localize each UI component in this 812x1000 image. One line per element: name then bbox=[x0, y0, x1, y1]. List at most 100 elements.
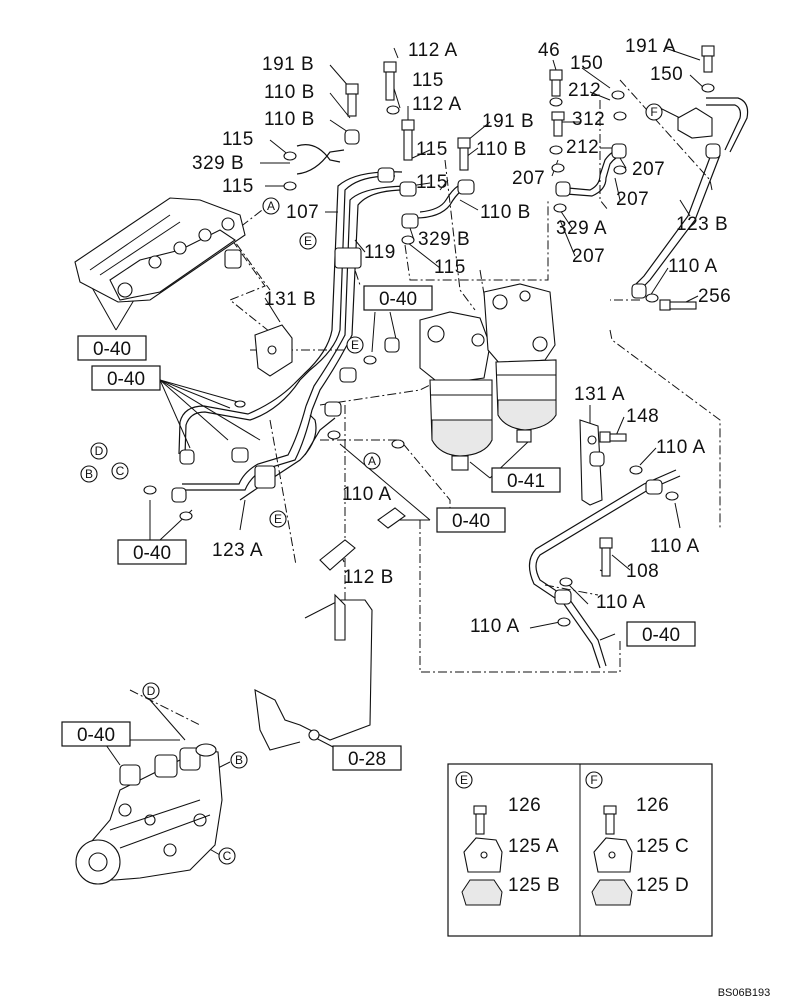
callout-e-1: E bbox=[299, 232, 317, 250]
label-207: 207 bbox=[512, 168, 545, 189]
label-191b-2: 191 B bbox=[482, 111, 534, 132]
callout-letter: E bbox=[351, 338, 359, 352]
callout-b-2: B bbox=[230, 751, 248, 769]
label-207-3: 207 bbox=[616, 189, 649, 210]
label-125d: 125 D bbox=[636, 875, 689, 896]
bolt-191b-2 bbox=[457, 137, 471, 171]
bolt-312 bbox=[551, 111, 565, 137]
bolt-191b bbox=[345, 83, 359, 117]
label-115-4: 115 bbox=[416, 139, 448, 160]
label-107: 107 bbox=[286, 202, 319, 223]
label-115-3: 115 bbox=[222, 176, 254, 197]
label-131b: 131 B bbox=[264, 289, 316, 310]
label-112b: 112 B bbox=[343, 567, 394, 588]
washers bbox=[143, 83, 715, 627]
callout-letter: F bbox=[650, 105, 657, 119]
callout-d-2: D bbox=[142, 682, 160, 700]
callout-letter: E bbox=[274, 512, 282, 526]
callout-letter: E bbox=[460, 773, 468, 787]
callout-c-1: C bbox=[111, 462, 129, 480]
label-125c: 125 C bbox=[636, 836, 689, 857]
label-207-2: 207 bbox=[632, 159, 665, 180]
callout-markers: A A E E E F D B C D B C E F bbox=[80, 103, 663, 865]
label-312: 312 bbox=[572, 109, 605, 130]
detail-f-parts bbox=[591, 805, 633, 906]
detail-f-marker: F bbox=[585, 771, 603, 789]
detail-e-marker: E bbox=[455, 771, 473, 789]
label-108: 108 bbox=[626, 561, 659, 582]
label-46: 46 bbox=[538, 40, 560, 61]
ref-box-0-40-manifold: 0-40 bbox=[77, 335, 147, 361]
detail-e-parts bbox=[461, 805, 503, 906]
callout-letter: 0-40 bbox=[107, 369, 145, 390]
label-212: 212 bbox=[568, 80, 601, 101]
callout-letter: A bbox=[267, 199, 275, 213]
callout-letter: E bbox=[304, 234, 312, 248]
bolt-112a bbox=[383, 61, 397, 101]
dash-dot-lines bbox=[129, 79, 721, 726]
label-123a: 123 A bbox=[212, 540, 263, 561]
label-115-5: 115 bbox=[416, 172, 448, 193]
label-110b: 110 B bbox=[264, 82, 315, 103]
callout-letter: 0-40 bbox=[133, 543, 171, 564]
callout-letter: 0-40 bbox=[77, 725, 115, 746]
callout-letter: A bbox=[368, 454, 376, 468]
ref-box-0-40-right: 0-40 bbox=[626, 621, 696, 647]
callout-letter: F bbox=[590, 773, 597, 787]
callout-letter: 0-40 bbox=[379, 289, 417, 310]
label-126: 126 bbox=[508, 795, 541, 816]
label-125b: 125 B bbox=[508, 875, 560, 896]
callout-letter: 0-28 bbox=[348, 749, 386, 770]
callout-d-1: D bbox=[90, 442, 108, 460]
fittings bbox=[143, 45, 721, 627]
label-256: 256 bbox=[698, 286, 731, 307]
ref-box-0-40-pump: 0-40 bbox=[61, 721, 131, 747]
clamp-detail-panels bbox=[447, 763, 713, 937]
drawing-code: BS06B193 bbox=[718, 987, 771, 999]
label-191a: 191 A bbox=[625, 36, 676, 57]
label-115: 115 bbox=[412, 70, 444, 91]
label-126-2: 126 bbox=[636, 795, 669, 816]
label-110a: 110 A bbox=[668, 256, 718, 277]
label-110a-5: 110 A bbox=[596, 592, 646, 613]
label-150: 150 bbox=[570, 53, 603, 74]
label-329b-2: 329 B bbox=[418, 229, 470, 250]
bolt-191a bbox=[701, 45, 715, 73]
label-191b: 191 B bbox=[262, 54, 314, 75]
label-329b: 329 B bbox=[192, 153, 244, 174]
bolt-112a-2 bbox=[401, 119, 415, 161]
ref-box-0-41: 0-41 bbox=[491, 467, 561, 493]
label-110b-2: 110 B bbox=[264, 109, 315, 130]
label-329a: 329 A bbox=[556, 218, 607, 239]
ref-box-0-28: 0-28 bbox=[332, 745, 402, 771]
label-110b-3: 110 B bbox=[476, 139, 527, 160]
label-110a-6: 110 A bbox=[470, 616, 520, 637]
label-207-4: 207 bbox=[572, 246, 605, 267]
manifold-block bbox=[74, 197, 246, 303]
label-123b: 123 B bbox=[676, 214, 728, 235]
callout-letter: D bbox=[95, 444, 104, 458]
callout-letter: 0-40 bbox=[93, 339, 131, 360]
injection-pump bbox=[75, 743, 223, 885]
part-number-labels: 191 B 112 A 115 112 A 110 B 110 B 115 32… bbox=[192, 36, 731, 896]
label-112a-2: 112 A bbox=[412, 94, 462, 115]
callout-letter: 0-41 bbox=[507, 471, 545, 492]
callout-letter: 0-40 bbox=[642, 625, 680, 646]
callout-f: F bbox=[645, 103, 663, 121]
label-131a: 131 A bbox=[574, 384, 625, 405]
label-125a: 125 A bbox=[508, 836, 559, 857]
callout-e-3: E bbox=[269, 510, 287, 528]
bolt-108 bbox=[599, 537, 613, 577]
fuel-filter-assembly bbox=[419, 283, 557, 471]
ref-box-0-40-sensor: 0-40 bbox=[436, 507, 506, 533]
label-112a: 112 A bbox=[408, 40, 458, 61]
label-115-2: 115 bbox=[222, 129, 254, 150]
callout-letter: D bbox=[147, 684, 156, 698]
bolt-256 bbox=[659, 299, 697, 311]
label-115-6: 115 bbox=[434, 257, 466, 278]
reference-boxes: 0-40 0-40 0-40 0-40 0-40 0-40 0-40 0-41 … bbox=[61, 285, 696, 771]
callout-letter: B bbox=[85, 467, 93, 481]
bolt-46 bbox=[549, 69, 563, 97]
label-110a-2: 110 A bbox=[656, 437, 706, 458]
